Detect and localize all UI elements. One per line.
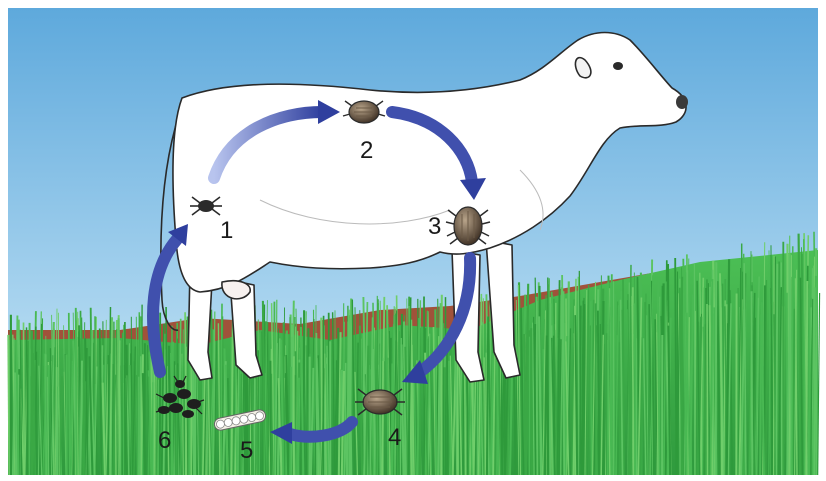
- grass-blade: [776, 264, 777, 475]
- grass-blade: [140, 356, 141, 475]
- grass-blade: [727, 323, 728, 475]
- grass-blade: [792, 246, 793, 475]
- grass-blade: [131, 317, 132, 475]
- grass-blade: [400, 338, 401, 475]
- grass-blade: [752, 291, 753, 475]
- grass-blade: [149, 377, 150, 476]
- grass-blade: [270, 361, 271, 475]
- grass-blade: [290, 367, 291, 475]
- grass-blade: [447, 338, 448, 475]
- grass-blade: [598, 311, 599, 475]
- grass-blade: [766, 280, 767, 475]
- grass-blade: [548, 278, 549, 476]
- grass-blade: [24, 323, 25, 476]
- grass-blade: [36, 352, 37, 475]
- grass-blade: [721, 308, 722, 476]
- grass-blade: [76, 308, 77, 475]
- grass-blade: [707, 304, 708, 475]
- grass-blade: [487, 317, 488, 476]
- grass-blade: [117, 329, 118, 475]
- grass-blade: [69, 313, 70, 475]
- grass-blade: [578, 277, 579, 475]
- grass-blade: [623, 279, 624, 475]
- grass-blade: [635, 276, 636, 475]
- grass-blade: [119, 340, 120, 475]
- grass-blade: [382, 361, 383, 475]
- stage-label-2: 2: [360, 137, 373, 164]
- grass-blade: [760, 315, 761, 476]
- gravid-female-icon: [355, 389, 405, 415]
- stage-label-4: 4: [388, 424, 401, 451]
- grass-blade: [524, 334, 525, 475]
- grass-blade: [435, 309, 436, 475]
- grass-blade: [295, 351, 296, 475]
- grass-blade: [600, 324, 601, 475]
- grass-blade: [348, 322, 349, 476]
- grass-blade: [591, 301, 592, 475]
- grass-blade: [392, 364, 393, 476]
- grass-blade: [221, 304, 222, 475]
- stage-label-1: 1: [220, 217, 233, 244]
- grass-blade: [144, 343, 145, 475]
- stage-label-5: 5: [240, 437, 253, 464]
- stage-label-6: 6: [158, 427, 171, 454]
- grass-blade: [675, 258, 676, 475]
- grass-blade: [114, 322, 115, 475]
- grass-blade: [350, 299, 351, 476]
- grass-blade: [580, 306, 581, 475]
- stage-label-3: 3: [428, 213, 441, 240]
- grass-blade: [806, 281, 807, 475]
- grass-blade: [537, 297, 538, 475]
- grass-blade: [614, 294, 615, 475]
- grass-blade: [809, 288, 810, 475]
